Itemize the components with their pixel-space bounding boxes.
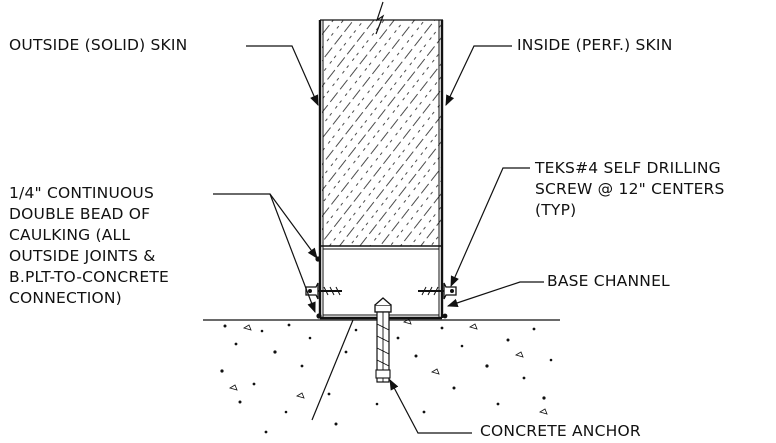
leader-caulking-side [269, 193, 316, 314]
label-caulking-line-5: B.PLT-TO-CONCRETE [9, 268, 169, 286]
label-screw-line-1: TEKS#4 SELF DRILLING [535, 159, 721, 177]
concrete-anchor [374, 297, 392, 383]
break-line [375, 1, 385, 35]
label-base-channel: BASE CHANNEL [547, 272, 670, 290]
label-inside-skin: INSIDE (PERF.) SKIN [517, 36, 673, 54]
screw-right [418, 282, 457, 300]
leader-caulking-bottom [311, 319, 354, 421]
leader-caulking-top [213, 193, 318, 259]
label-caulking-line-6: CONNECTION) [9, 289, 122, 307]
leader-inside-skin [445, 45, 512, 106]
label-caulking-line-3: CAULKING (ALL [9, 226, 131, 244]
label-caulking-line-2: DOUBLE BEAD OF [9, 205, 151, 223]
label-caulking-line-1: 1/4" CONTINUOUS [9, 184, 154, 202]
panel-insulation-core [322, 20, 441, 246]
label-concrete-anchor: CONCRETE ANCHOR [480, 422, 641, 440]
label-screw-line-2: SCREW @ 12" CENTERS [535, 180, 725, 198]
label-screw: TEKS#4 SELF DRILLING SCREW @ 12" CENTERS… [535, 158, 725, 221]
leader-outside-skin [246, 45, 319, 106]
leader-concrete-anchor [389, 379, 472, 434]
screw-left [305, 282, 342, 300]
label-screw-line-3: (TYP) [535, 201, 577, 219]
concrete-aggregate [220, 318, 553, 434]
label-caulking: 1/4" CONTINUOUS DOUBLE BEAD OF CAULKING … [9, 183, 169, 309]
leader-base-channel [446, 281, 544, 308]
leader-screw [450, 167, 530, 287]
leader-lines [213, 45, 544, 434]
label-outside-skin: OUTSIDE (SOLID) SKIN [9, 36, 188, 54]
label-caulking-line-4: OUTSIDE JOINTS & [9, 247, 156, 265]
